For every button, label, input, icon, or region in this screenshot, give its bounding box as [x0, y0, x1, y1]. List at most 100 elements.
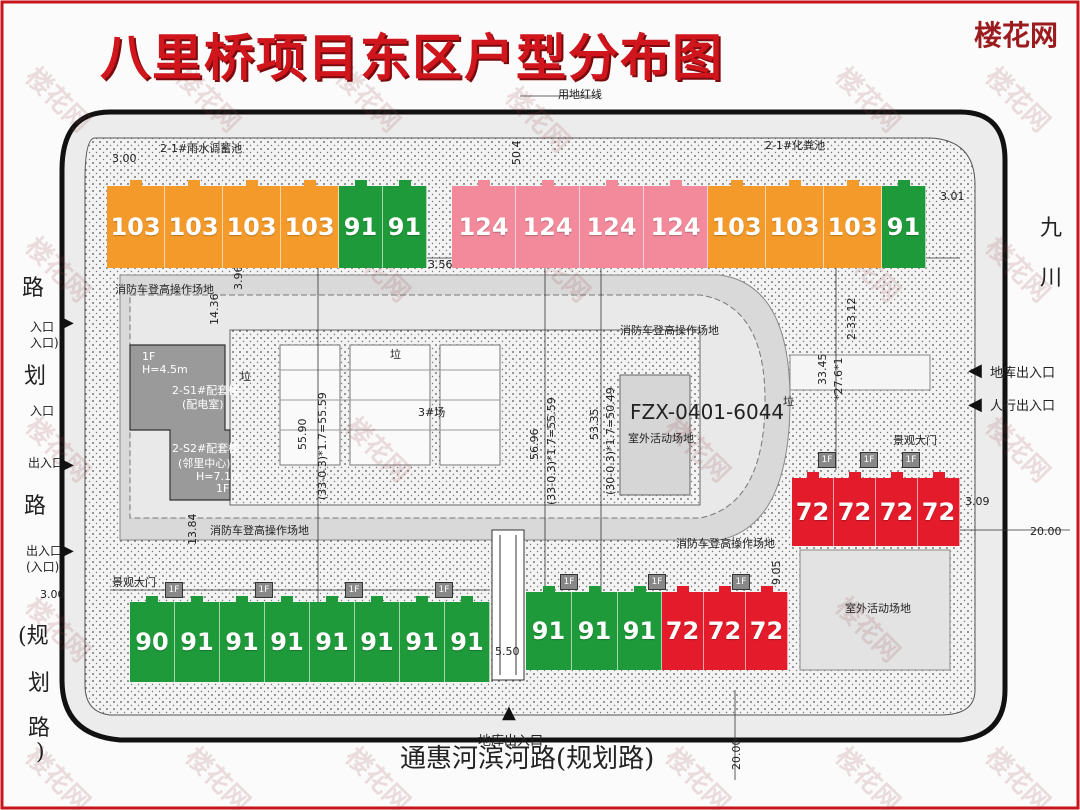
unit-block-72: 72	[746, 586, 788, 670]
unit-block-124: 124	[580, 180, 644, 268]
unit-block-91: 91	[220, 596, 265, 682]
entrance-label: 入口	[30, 404, 55, 418]
road-char: 九	[1040, 216, 1063, 241]
building-height: H=7.1m	[196, 470, 242, 483]
dimension-label: (30-0.3)*1.7=50.49	[604, 387, 617, 495]
unit-block-124: 124	[644, 180, 708, 268]
dimension-label: 3.00	[40, 588, 65, 601]
entrance-label: 出入口	[26, 544, 63, 558]
gate-label: 景观大门	[893, 434, 937, 447]
building-name: 2-S1#配套楼	[172, 384, 240, 397]
unit-block-124: 124	[516, 180, 580, 268]
dimension-label: 9.05	[770, 560, 783, 586]
unit-block-91: 91	[400, 596, 445, 682]
bike-area-label: 3#场	[418, 406, 446, 419]
road-char: 路	[24, 494, 47, 519]
dimension-label: 13.84	[186, 513, 199, 546]
unit-block-91: 91	[310, 596, 355, 682]
dimension-label: 5.50	[495, 645, 520, 658]
unit-block-91: 91	[882, 180, 926, 268]
entrance-arrow-icon: ▲	[502, 702, 516, 723]
entry-box-1f: 1F	[860, 452, 878, 468]
road-char: 划	[28, 671, 51, 696]
unit-block-91: 91	[355, 596, 400, 682]
dimension-label: 2-33.12	[845, 297, 858, 340]
dimension-label: 3.56	[428, 258, 453, 271]
entrance-arrow-icon: ◀	[968, 394, 982, 415]
unit-block-72: 72	[662, 586, 704, 670]
garage-entrance-label: 地库出入口	[478, 734, 544, 749]
unit-block-103: 103	[281, 180, 339, 268]
rain-pool-label: 2-1#雨水调蓄池	[160, 142, 243, 155]
entrance-label: 出入口	[28, 456, 65, 470]
entry-box-1f: 1F	[345, 582, 363, 598]
brand-logo: 楼花网	[973, 19, 1058, 52]
unit-block-103: 103	[107, 180, 165, 268]
dimension-label: 50.4	[510, 140, 523, 166]
fire-area-label: 消防车登高操作场地	[115, 283, 214, 296]
dimension-label: 53.35	[588, 408, 601, 441]
unit-block-91: 91	[618, 586, 662, 670]
dimension-label: 55.90	[296, 418, 309, 451]
entry-box-1f: 1F	[818, 452, 836, 468]
red-line-label: 用地红线	[558, 88, 602, 101]
outdoor-area-label: 室外活动场地	[845, 602, 911, 615]
entrance-arrow-icon: ▶	[60, 454, 74, 475]
plot-code: FZX-0401-6044	[630, 400, 785, 424]
unit-block-91: 91	[265, 596, 310, 682]
dimension-label: 56.96	[528, 428, 541, 461]
dimension-label: 14.36	[208, 293, 221, 326]
entry-box-1f: 1F	[732, 574, 750, 590]
fire-area-label: 消防车登高操作场地	[676, 537, 775, 550]
road-char: 路	[22, 276, 45, 301]
road-char: 路	[28, 716, 51, 741]
fire-area-label: 消防车登高操作场地	[620, 324, 719, 337]
dimension-label: 3.96	[232, 265, 245, 291]
unit-block-72: 72	[876, 472, 918, 546]
entrance-label: 入口)	[30, 336, 59, 350]
unit-block-124: 124	[452, 180, 516, 268]
unit-block-103: 103	[766, 180, 824, 268]
building-sub: (配电室)	[182, 398, 224, 411]
building-floor: 1F	[142, 350, 156, 363]
building-floor: 1F	[216, 482, 230, 495]
page-title: 八里桥项目东区户型分布图	[100, 28, 724, 87]
dimension-label: 33.45	[816, 353, 829, 386]
unit-block-91: 91	[526, 586, 572, 670]
unit-block-91: 91	[445, 596, 490, 682]
unit-block-103: 103	[824, 180, 882, 268]
dimension-label: 20.00	[730, 738, 743, 771]
entrance-arrow-icon: ▶	[60, 312, 74, 333]
road-char: 川	[1040, 266, 1063, 291]
garbage-label: 垃	[240, 370, 251, 383]
garbage-label: 垃	[390, 348, 401, 361]
unit-block-103: 103	[165, 180, 223, 268]
gate-label: 景观大门	[112, 576, 156, 589]
dimension-label: *27.6*1	[832, 357, 845, 401]
entry-box-1f: 1F	[165, 582, 183, 598]
building-sub: (邻里中心)	[178, 457, 231, 470]
unit-block-91: 91	[175, 596, 220, 682]
building-name: 2-S2#配套楼	[172, 442, 240, 455]
fire-area-label: 消防车登高操作场地	[210, 524, 309, 537]
pedestrian-entrance-label: 人行出入口	[990, 399, 1056, 414]
dimension-label: 3.00	[112, 152, 137, 165]
unit-block-90: 90	[130, 596, 175, 682]
road-char: )	[36, 740, 45, 765]
dimension-label: (33-0.3)*1.7=55.59	[545, 397, 558, 505]
unit-block-91: 91	[339, 180, 383, 268]
garage-entrance-label: 地库出入口	[990, 366, 1056, 381]
garbage-label: 垃	[783, 395, 794, 408]
entry-box-1f: 1F	[435, 582, 453, 598]
septic-label: 2-1#化粪池	[765, 139, 826, 152]
outdoor-area-label: 室外活动场地	[628, 432, 694, 445]
unit-block-103: 103	[223, 180, 281, 268]
dimension-label: (33-0.3)*1.7=55.59	[316, 392, 329, 500]
entrance-arrow-icon: ▶	[60, 540, 74, 561]
entrance-label: 入口	[30, 320, 55, 334]
unit-block-103: 103	[708, 180, 766, 268]
unit-block-72: 72	[834, 472, 876, 546]
entrance-arrow-icon: ◀	[968, 360, 982, 381]
